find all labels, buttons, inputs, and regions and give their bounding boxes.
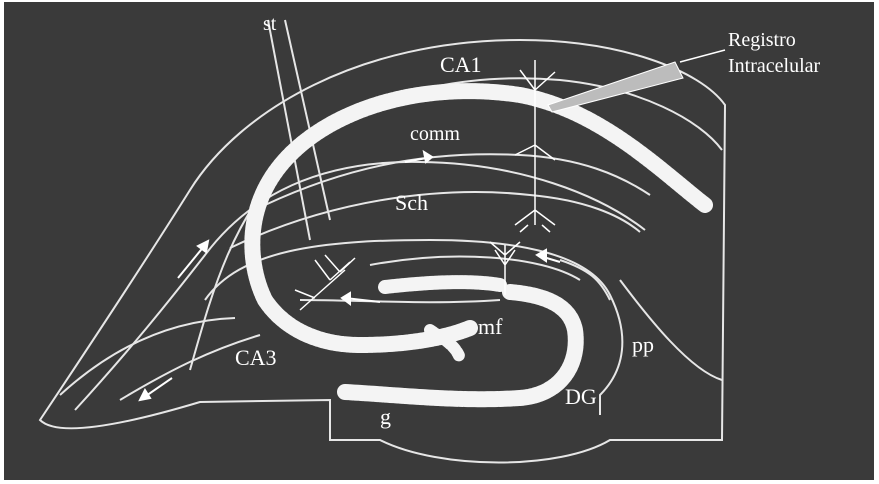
arrow-perforant-head (537, 250, 546, 261)
label-dg: DG (565, 384, 597, 409)
arrow-fimbria-down-head (140, 390, 150, 400)
arrow-schaffer-head (424, 152, 432, 162)
label-pp: pp (632, 332, 654, 357)
perforant-path-line-2 (560, 260, 610, 300)
label-g: g (380, 404, 391, 429)
mossy-fiber-line (300, 300, 500, 302)
label-ca1: CA1 (440, 52, 482, 77)
label-ca3: CA3 (235, 345, 277, 370)
ca1-neuron (515, 60, 555, 232)
stimulation-line-1 (268, 20, 310, 240)
label-st: st (263, 13, 277, 35)
perforant-path-line (620, 280, 722, 380)
label-mf: mf (478, 314, 503, 339)
label-sch: Sch (395, 190, 428, 215)
electrode-pointer-line (680, 50, 725, 62)
label-recording-line1: Registro (728, 29, 796, 51)
ca1-ca3-pyramidal-layer (252, 91, 705, 345)
recording-electrode-icon (548, 62, 683, 112)
label-recording-line2: Intracelular (728, 55, 820, 77)
arrow-mossy-head (342, 293, 350, 304)
dentate-granule-layer-upper (385, 282, 500, 287)
label-comm: comm (410, 123, 460, 145)
